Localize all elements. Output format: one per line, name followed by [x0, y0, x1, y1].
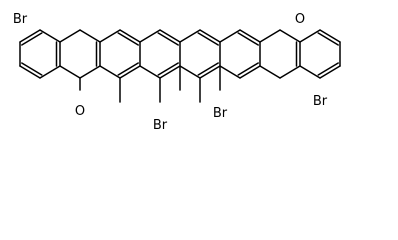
single-bond	[279, 29, 301, 43]
double-bond	[159, 65, 181, 79]
atom-label-background	[294, 10, 306, 26]
double-bond-inner	[197, 32, 219, 46]
atom-label-br-bottom-center: Br	[153, 118, 168, 133]
double-bond-inner	[157, 32, 179, 46]
double-bond-inner	[117, 62, 139, 76]
atom-label-background	[310, 92, 330, 108]
double-bond	[119, 29, 141, 43]
single-bond	[179, 29, 201, 43]
double-bond	[319, 29, 341, 43]
atom-label-br-bottom-middle: Br	[213, 106, 228, 121]
double-bond	[319, 65, 341, 79]
single-bond	[139, 29, 161, 43]
single-bond	[219, 65, 241, 79]
atom-label-o-top-right: O	[295, 12, 305, 27]
single-bond	[59, 29, 81, 43]
double-bond	[239, 29, 261, 43]
atom-label-o-bottom-left: O	[75, 104, 85, 119]
double-bond	[239, 65, 261, 79]
atom-label-br-bottom-right: Br	[313, 94, 328, 109]
single-bond	[39, 65, 61, 79]
double-bond-inner	[21, 62, 43, 76]
double-bond-inner	[237, 32, 259, 46]
single-bond	[79, 65, 101, 79]
double-bond-inner	[317, 32, 339, 46]
double-bond-inner	[237, 62, 259, 76]
double-bond	[199, 65, 221, 79]
single-bond	[299, 29, 321, 43]
single-bond	[59, 65, 81, 79]
single-bond	[39, 29, 61, 43]
single-bond	[279, 65, 301, 79]
single-bond	[79, 29, 101, 43]
single-bond	[299, 65, 321, 79]
single-bond	[259, 29, 281, 43]
atom-label-background	[150, 116, 170, 132]
single-bond	[179, 65, 201, 79]
double-bond	[159, 29, 181, 43]
atom-label-background	[10, 10, 30, 26]
double-bond	[19, 65, 41, 79]
single-bond	[259, 65, 281, 79]
atom-label-background	[210, 104, 230, 120]
double-bond	[119, 65, 141, 79]
double-bond	[19, 29, 41, 43]
single-bond	[139, 65, 161, 79]
double-bond-inner	[317, 62, 339, 76]
double-bond-inner	[21, 32, 43, 46]
atom-label-br-top-left: Br	[13, 12, 28, 27]
single-bond	[99, 29, 121, 43]
double-bond-inner	[197, 62, 219, 76]
atom-label-background	[74, 102, 86, 118]
double-bond-inner	[117, 32, 139, 46]
double-bond	[199, 29, 221, 43]
double-bond-inner	[157, 62, 179, 76]
single-bond	[219, 29, 241, 43]
single-bond	[99, 65, 121, 79]
